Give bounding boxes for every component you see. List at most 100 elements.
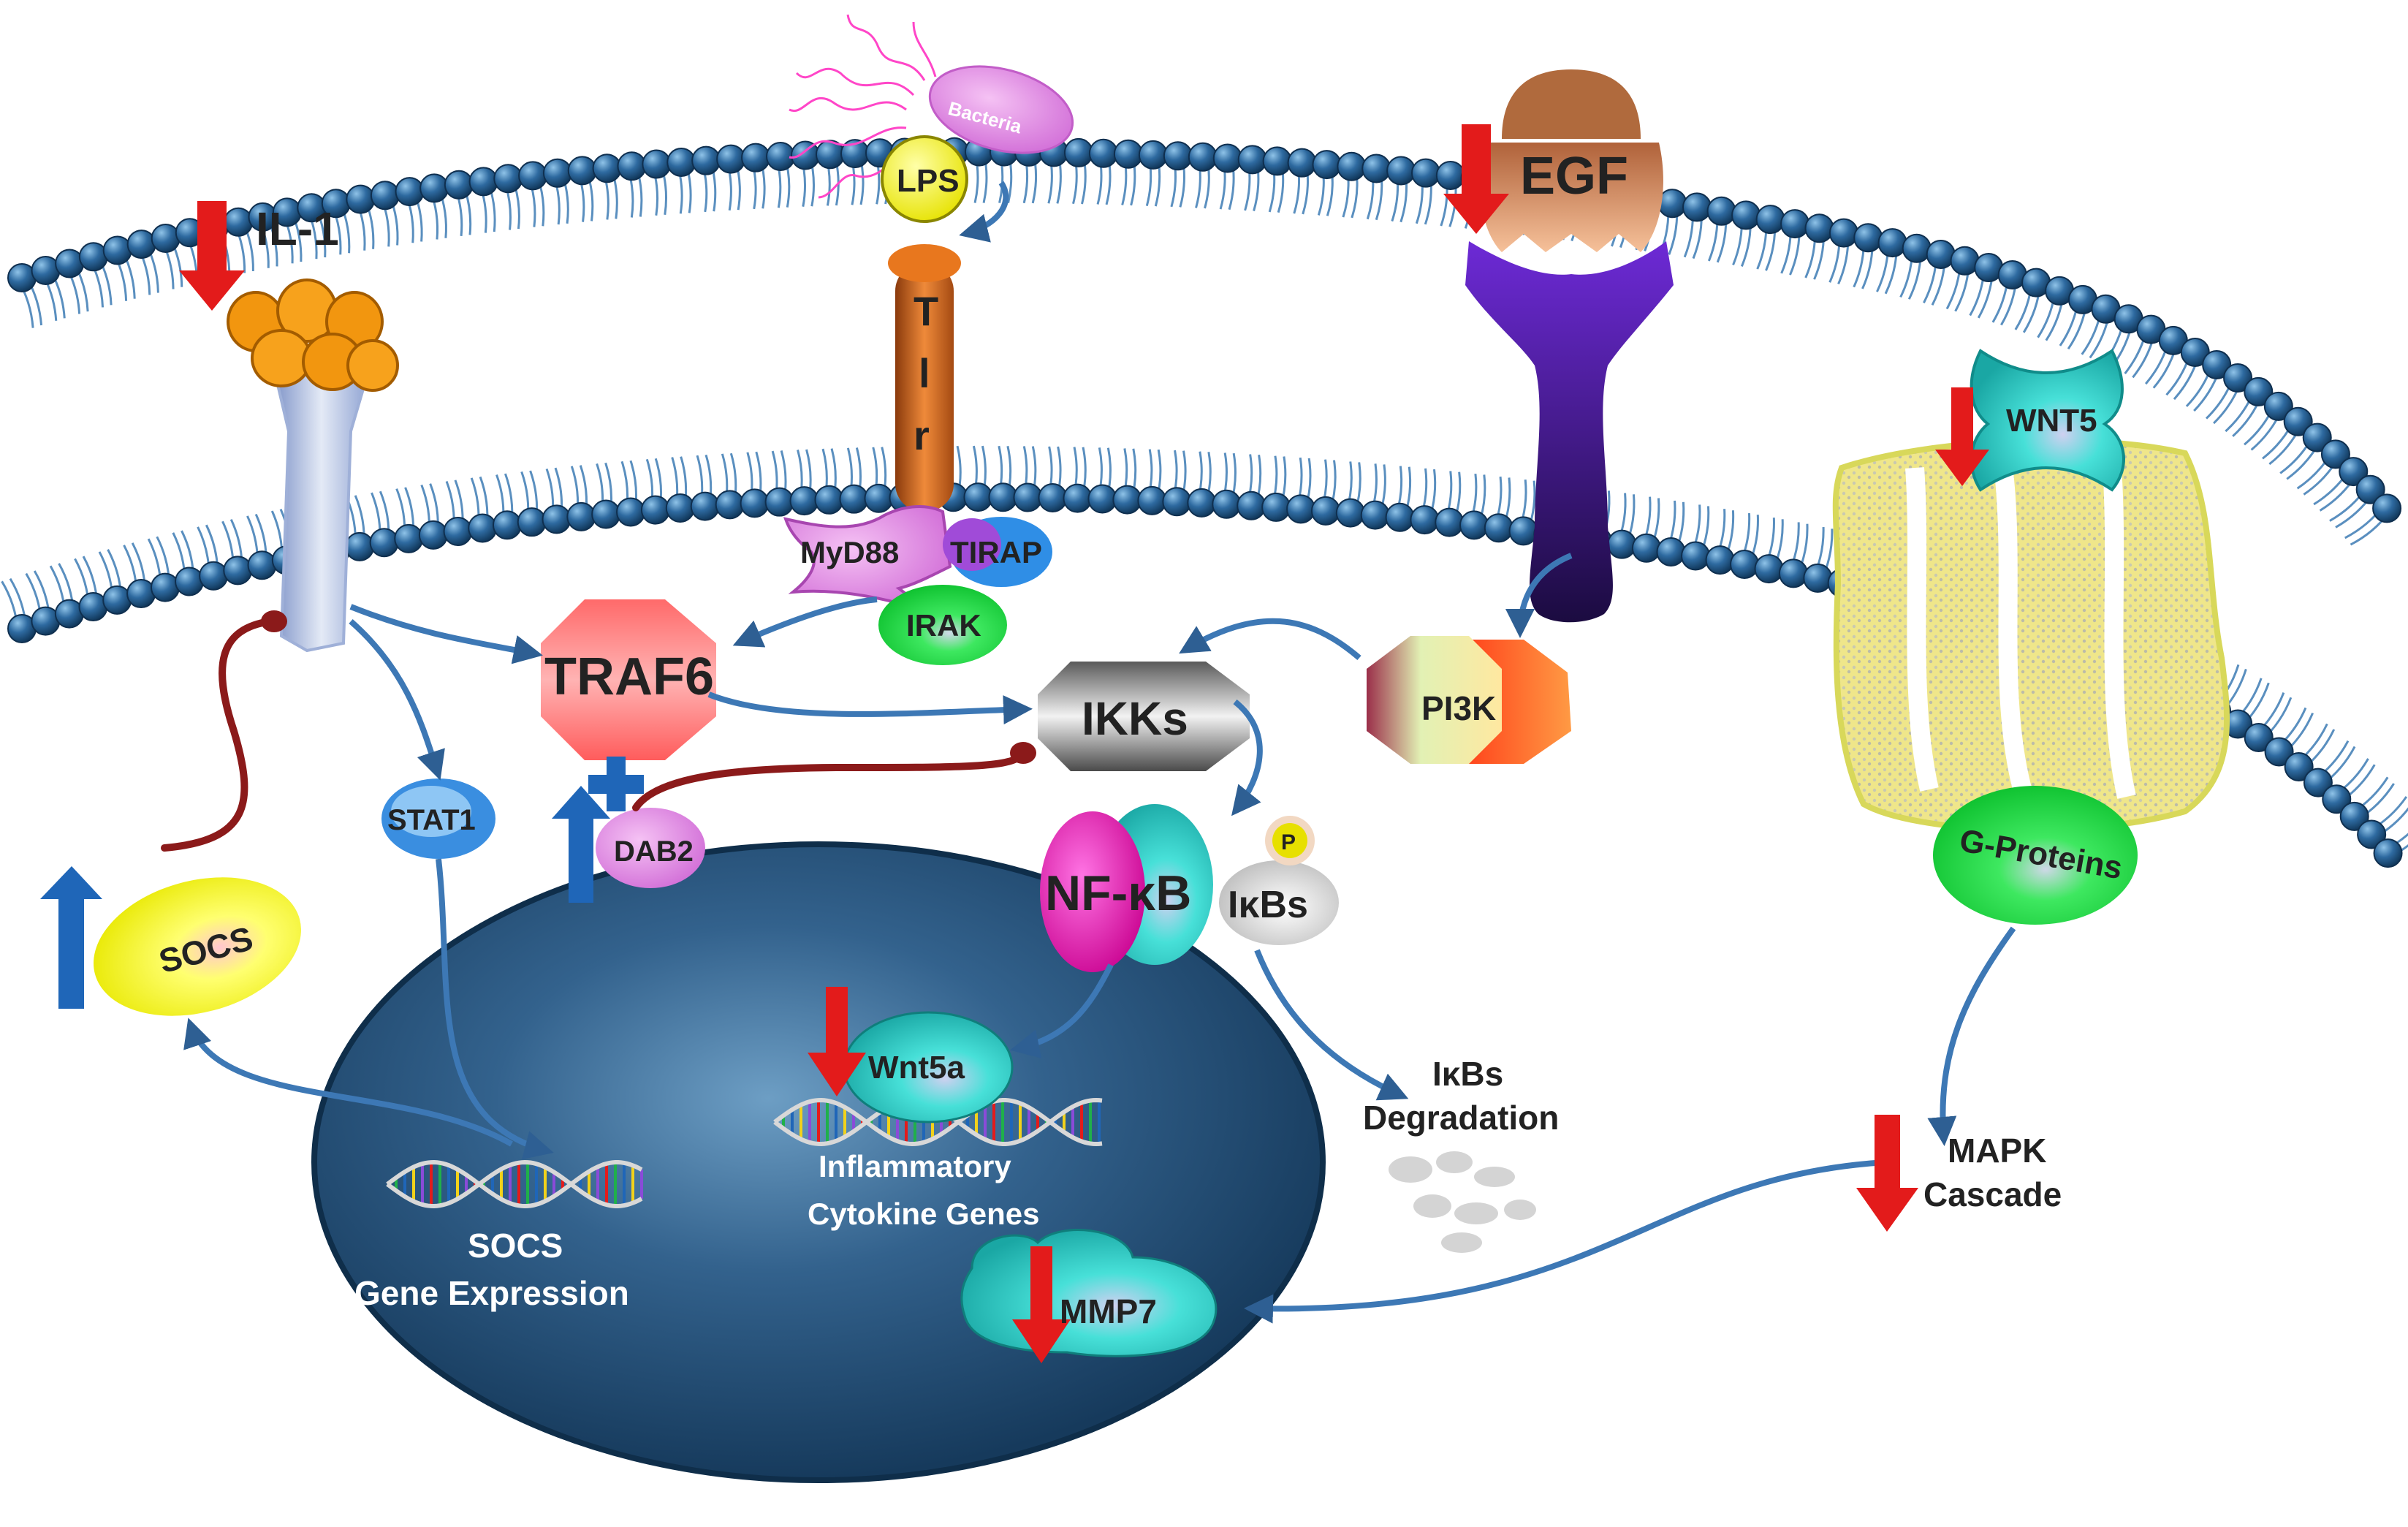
lipid-head [716, 144, 746, 174]
lipid-head [1063, 137, 1093, 167]
lipid-head [224, 207, 254, 237]
dab2-label: DAB2 [614, 836, 694, 868]
lipid-head [1063, 483, 1093, 513]
egf-receptor [1465, 241, 1674, 623]
labels: IL-1 Bacteria LPS T l r EGF WNT5 MyD88 T… [155, 97, 2125, 1330]
lipid-head [1778, 558, 1808, 588]
lps-label: LPS [897, 163, 960, 199]
wnt5-ligand-icon [1970, 349, 2125, 492]
inhibition-lines [161, 618, 1023, 852]
regulation-arrows [40, 124, 1989, 1363]
lipid-head [642, 149, 672, 179]
lipid-head [1435, 507, 1465, 537]
wnt5-down-arrow [1935, 387, 1989, 486]
lipid-head [740, 488, 770, 518]
lipid-head [1262, 146, 1292, 176]
lipid-head [1335, 498, 1365, 528]
pi3k-kinase [1367, 636, 1571, 764]
mapk-label-1: MAPK [1948, 1132, 2046, 1170]
ikbs-degradation-label-1: IκBs [1432, 1055, 1503, 1093]
lipid-head [345, 531, 375, 561]
lipid-head [690, 491, 720, 521]
lipid-head [864, 483, 894, 513]
lipid-head [443, 517, 473, 547]
lipid-head [1459, 510, 1489, 540]
lipid-head [2339, 457, 2369, 487]
degradation-fragments-icon [1389, 1151, 1536, 1253]
irak-label: IRAK [906, 608, 981, 643]
ikbs-degradation-label-2: Degradation [1363, 1099, 1559, 1137]
lipid-head [126, 230, 156, 259]
lipid-head [492, 510, 522, 540]
lipid-head [468, 167, 498, 197]
lipid-head [691, 145, 721, 175]
lipid-head [2355, 474, 2385, 504]
lipid-head [493, 164, 523, 194]
lipid-head [2283, 406, 2313, 436]
lipid-head [2302, 423, 2332, 452]
lipid-head [1187, 488, 1217, 518]
lipid-head [1926, 239, 1956, 269]
lipid-head [2284, 752, 2314, 782]
lipid-head [1607, 529, 1637, 559]
lipid-head [1163, 141, 1193, 171]
lipid-head [518, 161, 548, 191]
lipid-head [394, 523, 424, 553]
socs-protein [94, 877, 301, 1016]
plus-icon [588, 757, 644, 811]
phosphate-icon [1265, 816, 1315, 865]
lipid-head [199, 561, 229, 591]
lipid-head [1237, 145, 1267, 175]
cell-membrane-lipid-bilayer [1, 137, 2408, 868]
lipid-head [418, 520, 448, 550]
lipid-head [1705, 545, 1735, 575]
lipid-head [2372, 493, 2402, 523]
tlr-l-label: l [919, 350, 930, 396]
socs-gene-label-1: SOCS [468, 1227, 563, 1265]
lipid-head [1137, 485, 1167, 515]
lipid-head [1287, 148, 1317, 178]
lipid-head [444, 170, 474, 200]
lipid-head [592, 154, 622, 183]
lipid-head [2244, 722, 2274, 752]
lipid-head [1828, 218, 1858, 248]
tirap-adaptor [943, 517, 1052, 587]
lipid-head [369, 528, 399, 558]
tlr-t-label: T [914, 288, 938, 334]
lipid-head [1754, 554, 1784, 584]
lipid-head [1088, 138, 1118, 168]
il1-down-arrow [179, 201, 245, 311]
lipid-head [1804, 213, 1834, 243]
tlr-receptor [888, 244, 961, 512]
ikbs-inhibitor [1219, 860, 1339, 945]
wnt5-label: WNT5 [2006, 403, 2097, 439]
nfkb-complex [1040, 804, 1213, 972]
il1-ligand-icon [227, 279, 399, 392]
dna-strand [386, 1160, 643, 1209]
traf6-label: TRAF6 [544, 648, 714, 706]
lipid-head [741, 143, 771, 173]
ikks-complex [1038, 662, 1250, 771]
lipid-head [1360, 500, 1390, 530]
ikbs-label: IκBs [1228, 884, 1308, 926]
lipid-head [2202, 350, 2232, 380]
lipid-head [542, 504, 571, 534]
lipid-head [1310, 496, 1340, 526]
lipid-head [1237, 490, 1266, 520]
il1-label: IL-1 [256, 202, 339, 255]
traf6-octagon [541, 599, 716, 760]
stat1-label: STAT1 [387, 804, 476, 836]
lipid-head [1112, 485, 1142, 515]
dab2-adaptor [596, 808, 705, 888]
lipid-head [665, 493, 695, 523]
lipid-head [542, 158, 572, 188]
lipid-head [2320, 439, 2350, 469]
mmp7-label: MMP7 [1060, 1292, 1157, 1330]
dna-strand [386, 1159, 643, 1208]
lipid-head [1411, 158, 1441, 188]
lipid-head [102, 585, 132, 615]
lipid-head [617, 151, 647, 181]
lipid-head [517, 507, 547, 537]
lipid-head [1261, 492, 1291, 522]
lipid-head [370, 181, 400, 211]
